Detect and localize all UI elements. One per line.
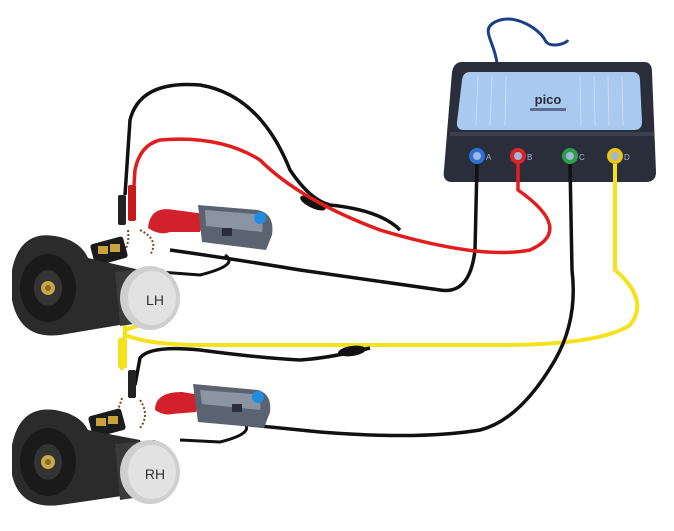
usb-cable bbox=[486, 17, 570, 64]
scope-brand: pico bbox=[535, 92, 562, 107]
motor-lh-label: LH bbox=[146, 292, 164, 308]
yellow-probe-tip bbox=[118, 338, 127, 368]
upper-black-probe bbox=[118, 195, 126, 225]
channel-c-connector[interactable]: C bbox=[562, 148, 585, 164]
lower-black-probe bbox=[128, 370, 136, 398]
scope-top-panel bbox=[456, 72, 642, 130]
motor-rh: RH bbox=[12, 409, 180, 506]
channel-d-label: D bbox=[624, 153, 630, 162]
oscilloscope: pico bbox=[443, 62, 656, 182]
clamp-upper-dial bbox=[254, 212, 266, 224]
lower-connector bbox=[88, 397, 146, 438]
channel-a-connector[interactable]: A bbox=[469, 148, 492, 164]
upper-red-probe bbox=[128, 185, 136, 221]
channel-b-connector[interactable]: B bbox=[510, 148, 532, 164]
black-lead-lower bbox=[133, 346, 371, 386]
channel-c-label: C bbox=[579, 153, 585, 162]
upper-connector bbox=[90, 229, 155, 266]
motor-lh: LH bbox=[12, 235, 180, 336]
red-lead bbox=[131, 137, 552, 255]
motor-rh-label: RH bbox=[145, 466, 165, 482]
current-clamp-upper bbox=[148, 205, 273, 277]
clamp-lower-dial bbox=[252, 391, 264, 403]
channel-a-label: A bbox=[486, 153, 492, 162]
black-lead-a bbox=[169, 163, 479, 293]
channel-d-connector[interactable]: D bbox=[607, 148, 630, 164]
current-clamp-lower bbox=[155, 384, 271, 444]
black-lead-upper-loop bbox=[123, 82, 402, 232]
channel-b-label: B bbox=[527, 153, 532, 162]
black-lead-c bbox=[249, 163, 575, 438]
